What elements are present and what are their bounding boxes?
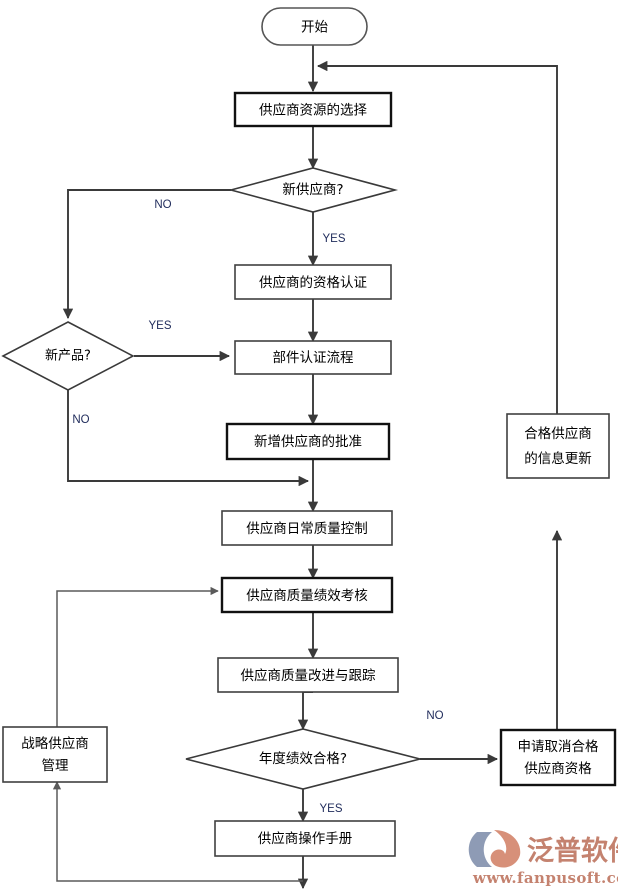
node-revoke-label-line1: 申请取消合格 — [518, 739, 599, 755]
node-perf-review-label: 供应商质量绩效考核 — [246, 587, 368, 604]
edge-label-new-supplier-no: NO — [154, 199, 171, 211]
node-update-info-label-line2: 的信息更新 — [524, 450, 592, 467]
node-daily-qc[interactable]: 供应商日常质量控制 — [221, 510, 393, 546]
node-approve-label: 新增供应商的批准 — [254, 433, 362, 450]
watermark-logo-icon — [468, 830, 521, 868]
node-daily-qc-label: 供应商日常质量控制 — [246, 520, 368, 537]
node-update-info[interactable]: 合格供应商 的信息更新 — [506, 413, 610, 479]
edge-label-new-supplier-yes: YES — [322, 233, 345, 245]
edge-strategic-to-perf-review — [56, 586, 219, 727]
node-new-product[interactable]: 新产品? — [1, 321, 135, 391]
watermark-fanpusoft: 泛普软件 www.fanpusoft.com — [468, 830, 618, 887]
node-approve[interactable]: 新增供应商的批准 — [225, 422, 391, 461]
node-strategic[interactable]: 战略供应商 管理 — [2, 726, 108, 783]
node-strategic-label-line1: 战略供应商 — [21, 735, 89, 752]
node-part-cert[interactable]: 部件认证流程 — [234, 340, 392, 375]
node-strategic-label-line2: 管理 — [42, 758, 69, 774]
watermark-url: www.fanpusoft.com — [472, 869, 618, 887]
edge-update-info-to-spine — [316, 60, 558, 420]
node-update-info-label-line1: 合格供应商 — [524, 425, 592, 442]
node-annual-pass[interactable]: 年度绩效合格? — [185, 728, 421, 790]
node-new-supplier[interactable]: 新供应商? — [227, 167, 399, 213]
edge-label-annual-yes: YES — [319, 803, 342, 815]
node-annual-pass-label: 年度绩效合格? — [259, 751, 347, 767]
edge-new-product-no — [67, 390, 310, 487]
edge-label-new-product-no: NO — [72, 414, 89, 426]
node-start[interactable]: 开始 — [261, 7, 368, 46]
watermark-brand: 泛普软件 — [527, 835, 618, 867]
edge-label-annual-no: NO — [426, 710, 443, 722]
node-manual[interactable]: 供应商操作手册 — [214, 820, 396, 857]
edge-label-new-product-yes: YES — [148, 320, 171, 332]
edge-new-supplier-no — [62, 189, 231, 320]
edge-improve-to-annual — [297, 691, 313, 731]
edge-bottom-return-to-strategic — [52, 781, 303, 882]
node-perf-review[interactable]: 供应商质量绩效考核 — [220, 576, 394, 614]
node-new-supplier-label: 新供应商? — [282, 181, 343, 198]
node-manual-label: 供应商操作手册 — [258, 830, 353, 847]
node-improve-label: 供应商质量改进与跟踪 — [241, 667, 376, 684]
node-qualify-label: 供应商的资格认证 — [259, 274, 367, 291]
node-improve[interactable]: 供应商质量改进与跟踪 — [217, 657, 399, 693]
node-part-cert-label: 部件认证流程 — [273, 350, 354, 366]
node-new-product-label: 新产品? — [45, 348, 91, 364]
node-revoke[interactable]: 申请取消合格 供应商资格 — [499, 728, 617, 787]
node-select-label: 供应商资源的选择 — [259, 102, 367, 119]
node-qualify[interactable]: 供应商的资格认证 — [234, 264, 392, 300]
node-revoke-label-line2: 供应商资格 — [524, 760, 592, 777]
node-start-label: 开始 — [301, 20, 328, 36]
node-select[interactable]: 供应商资源的选择 — [233, 91, 393, 128]
